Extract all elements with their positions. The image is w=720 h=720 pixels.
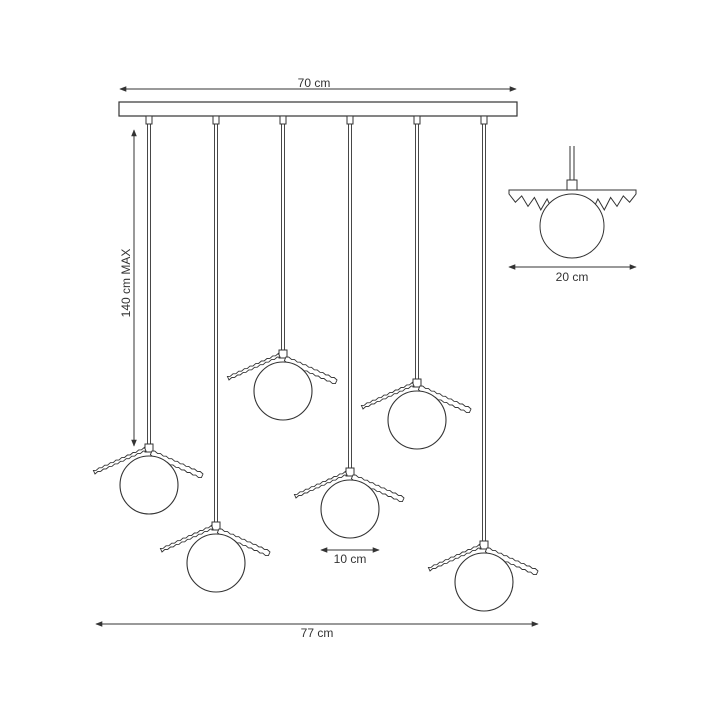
shade-diameter-label: 20 cm bbox=[556, 270, 589, 284]
shade-detail-view: 20 cm bbox=[508, 146, 637, 284]
glass-globe bbox=[186, 533, 246, 593]
shade-left-wing bbox=[427, 543, 482, 572]
cord-mount bbox=[145, 115, 153, 125]
shade-left-wing bbox=[92, 446, 147, 475]
shade-left-wing bbox=[226, 352, 281, 381]
total-width-label: 77 cm bbox=[301, 626, 334, 640]
cord-mount bbox=[346, 115, 354, 125]
shade-left-wing bbox=[293, 470, 348, 499]
pendant-group bbox=[92, 115, 539, 612]
height-label: 140 cm MAX bbox=[119, 249, 133, 318]
glass-globe bbox=[253, 361, 313, 421]
cord-mount bbox=[279, 115, 287, 125]
shade-left-wing bbox=[159, 524, 214, 553]
glass-globe bbox=[320, 479, 380, 539]
ceiling-canopy-bar bbox=[118, 101, 518, 117]
canopy-width-label: 70 cm bbox=[298, 76, 331, 90]
glass-globe bbox=[119, 455, 179, 515]
glass-globe bbox=[387, 390, 447, 450]
glass-globe bbox=[454, 552, 514, 612]
canopy-width-dimension: 70 cm bbox=[119, 76, 517, 92]
shade-left-wing bbox=[360, 381, 415, 410]
globe-diameter-dimension: 10 cm bbox=[320, 547, 380, 566]
globe-diameter-label: 10 cm bbox=[334, 552, 367, 566]
cord-mount bbox=[413, 115, 421, 125]
total-width-dimension: 77 cm bbox=[95, 621, 539, 640]
cord-mount bbox=[480, 115, 488, 125]
height-dimension: 140 cm MAX bbox=[119, 129, 137, 447]
cord-mount bbox=[212, 115, 220, 125]
globe-detail bbox=[539, 193, 605, 259]
